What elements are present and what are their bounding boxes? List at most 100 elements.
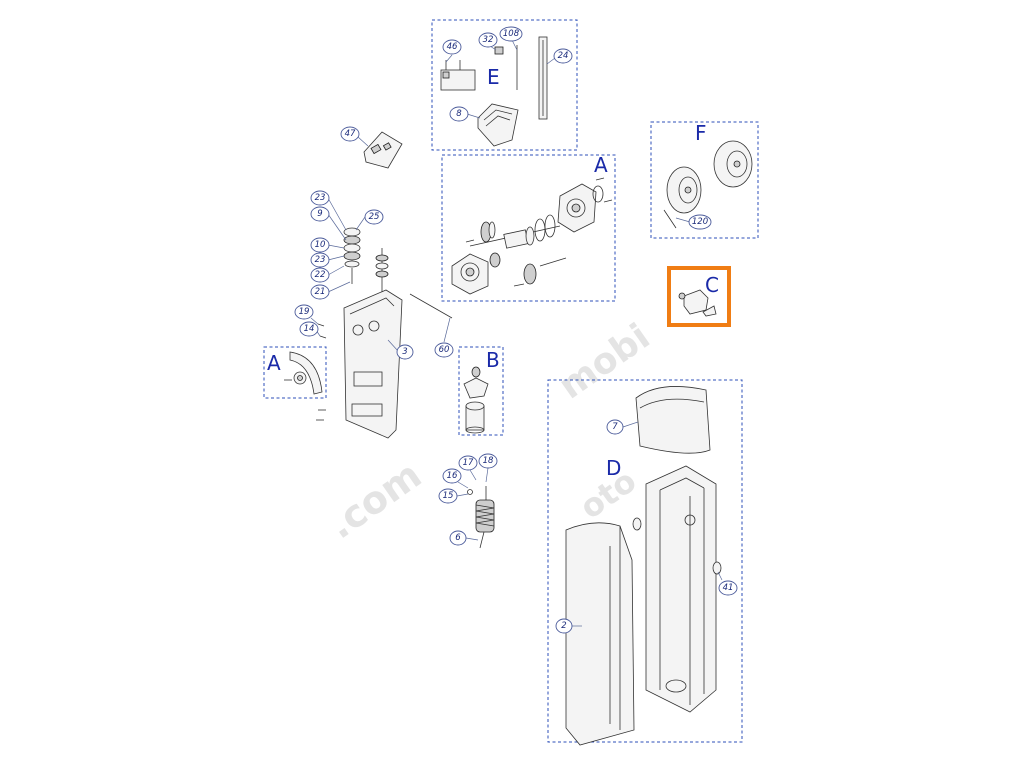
callout-60: 60 bbox=[434, 317, 454, 358]
callout-23-bottom: 23 bbox=[310, 252, 345, 268]
callout-24: 24 bbox=[546, 48, 573, 65]
callout-32: 32 bbox=[478, 32, 498, 51]
svg-text:3: 3 bbox=[402, 347, 407, 357]
callout-15: 15 bbox=[438, 488, 469, 504]
svg-text:14: 14 bbox=[304, 324, 315, 334]
group-a-left-label: A bbox=[267, 351, 281, 375]
svg-text:mobi: mobi bbox=[552, 316, 658, 407]
shaft-assembly bbox=[469, 214, 567, 285]
group-e-label: E bbox=[487, 65, 500, 89]
svg-text:41: 41 bbox=[723, 583, 734, 593]
group-a-left-border bbox=[263, 346, 327, 399]
group-a-arm: A bbox=[263, 346, 327, 399]
main-frame-plate bbox=[343, 289, 403, 439]
svg-text:15: 15 bbox=[443, 491, 454, 501]
callout-16: 16 bbox=[442, 468, 469, 489]
group-f-border bbox=[650, 121, 759, 239]
callout-17: 17 bbox=[458, 455, 478, 481]
svg-text:16: 16 bbox=[447, 471, 458, 481]
svg-text:24: 24 bbox=[558, 51, 569, 61]
callout-19: 19 bbox=[294, 304, 319, 325]
bracket-part bbox=[477, 103, 519, 147]
svg-text:10: 10 bbox=[315, 240, 326, 250]
motor-mount-part bbox=[463, 366, 489, 399]
callout-21: 21 bbox=[310, 281, 351, 300]
callout-6: 6 bbox=[449, 530, 479, 546]
group-f: F bbox=[650, 121, 759, 239]
column-body-part bbox=[645, 465, 717, 713]
callout-2: 2 bbox=[555, 618, 582, 634]
group-e-border bbox=[431, 19, 578, 151]
spring-assembly bbox=[467, 486, 495, 549]
callout-47: 47 bbox=[340, 126, 369, 147]
group-a-gearbox: A bbox=[441, 153, 616, 302]
fastener-screws bbox=[465, 177, 613, 287]
svg-text:17: 17 bbox=[463, 458, 474, 468]
gearbox-housing-left bbox=[451, 253, 489, 295]
svg-text:25: 25 bbox=[369, 212, 380, 222]
seal-ring bbox=[592, 185, 604, 203]
washer-stack-left bbox=[343, 227, 361, 284]
top-cover-part bbox=[635, 386, 711, 454]
group-c: C bbox=[667, 266, 731, 327]
svg-text:.com: .com bbox=[320, 452, 429, 547]
callout-14: 14 bbox=[299, 321, 321, 337]
group-d-border bbox=[547, 379, 743, 743]
callout-46: 46 bbox=[442, 39, 462, 63]
long-rail-part bbox=[538, 36, 548, 120]
group-a-top-label: A bbox=[594, 153, 608, 177]
callout-3: 3 bbox=[387, 339, 414, 360]
front-panel-part bbox=[565, 522, 635, 746]
callout-8: 8 bbox=[449, 106, 481, 122]
group-b-border bbox=[458, 346, 504, 436]
callout-108: 108 bbox=[499, 26, 523, 51]
svg-text:120: 120 bbox=[692, 217, 708, 227]
group-b: B bbox=[458, 346, 504, 436]
group-d: D bbox=[547, 379, 743, 746]
svg-text:32: 32 bbox=[483, 35, 494, 45]
svg-text:6: 6 bbox=[455, 533, 461, 543]
group-f-label: F bbox=[695, 121, 707, 145]
svg-text:18: 18 bbox=[483, 456, 494, 466]
flange-disk-right bbox=[713, 140, 753, 188]
svg-text:46: 46 bbox=[447, 42, 458, 52]
grommet-left bbox=[632, 517, 642, 531]
callout-10: 10 bbox=[310, 237, 345, 253]
gearbox-housing-right bbox=[557, 183, 597, 233]
callout-7: 7 bbox=[606, 419, 639, 435]
callout-18: 18 bbox=[478, 453, 498, 483]
circuit-board-part bbox=[363, 131, 403, 169]
svg-text:7: 7 bbox=[612, 422, 618, 432]
svg-text:2: 2 bbox=[561, 621, 566, 631]
callout-41: 41 bbox=[717, 571, 738, 596]
svg-text:23: 23 bbox=[315, 255, 326, 265]
svg-text:19: 19 bbox=[299, 307, 310, 317]
svg-text:108: 108 bbox=[503, 29, 520, 39]
callout-23-top: 23 bbox=[310, 190, 347, 231]
flange-disk-left bbox=[666, 166, 702, 214]
callout-25: 25 bbox=[355, 209, 384, 231]
callout-9: 9 bbox=[310, 206, 347, 241]
sensor-block-part bbox=[678, 289, 709, 315]
group-d-label: D bbox=[606, 456, 621, 480]
pin-part bbox=[663, 209, 677, 229]
grommet-right bbox=[712, 561, 722, 575]
group-c-highlight bbox=[667, 266, 731, 327]
svg-text:8: 8 bbox=[456, 109, 462, 119]
control-box-part bbox=[440, 60, 476, 91]
group-c-label: C bbox=[705, 273, 719, 297]
loose-screws bbox=[316, 323, 327, 421]
long-rod-part bbox=[409, 293, 453, 319]
motor-cylinder-part bbox=[465, 401, 485, 434]
washer-stack-right bbox=[375, 248, 389, 292]
group-b-label: B bbox=[486, 348, 500, 372]
callout-120: 120 bbox=[675, 214, 712, 230]
connector-part bbox=[494, 46, 504, 55]
svg-text:47: 47 bbox=[345, 129, 356, 139]
svg-text:60: 60 bbox=[439, 345, 450, 355]
curved-arm-part bbox=[289, 351, 323, 395]
small-clip-part bbox=[702, 305, 717, 317]
svg-text:23: 23 bbox=[315, 193, 326, 203]
svg-text:21: 21 bbox=[315, 287, 326, 297]
